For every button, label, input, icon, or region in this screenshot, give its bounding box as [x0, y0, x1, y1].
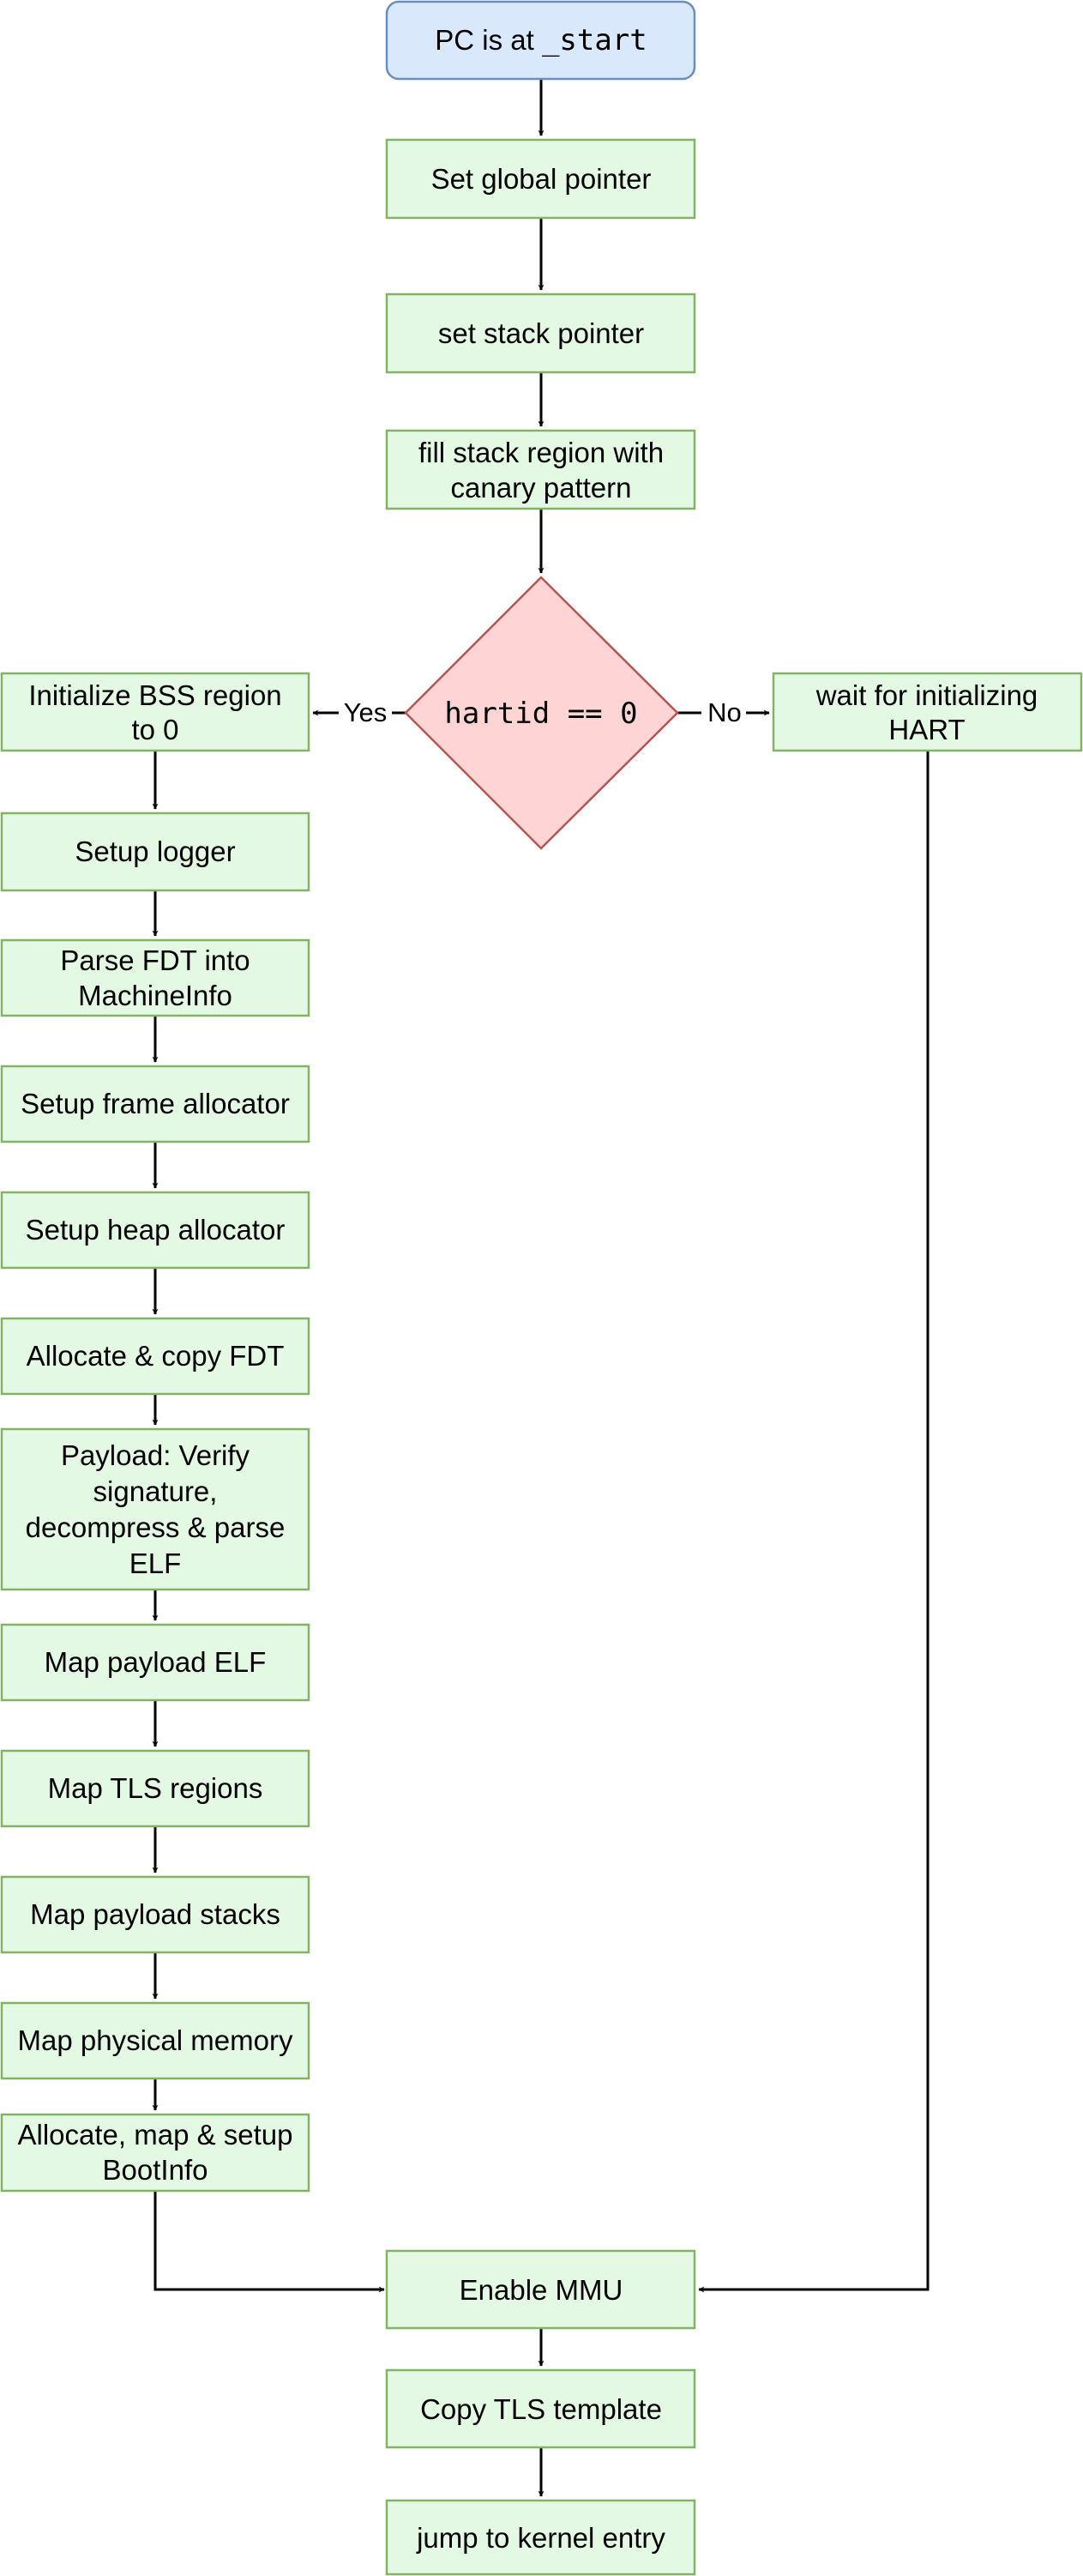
start-node-code: _start — [542, 23, 647, 57]
step-label-line-1: Parse FDT into — [60, 944, 250, 976]
step-frame-allocator: Setup frame allocator — [0, 1065, 310, 1143]
step-label: Map payload stacks — [30, 1898, 280, 1930]
step-box — [385, 429, 696, 510]
step-setup-logger: Setup logger — [0, 811, 310, 892]
step-label-line-1: wait for initializing — [815, 679, 1038, 711]
step-label: Map payload ELF — [45, 1646, 267, 1678]
step-label: set stack pointer — [438, 317, 644, 349]
step-box — [385, 293, 696, 374]
step-box — [0, 2113, 310, 2193]
step-label: Setup heap allocator — [26, 1214, 286, 1246]
decision-diamond — [404, 576, 679, 850]
step-label-line-2: to 0 — [131, 714, 178, 745]
step-parse-fdt: Parse FDT into MachineInfo — [0, 938, 310, 1017]
step-wait-hart: wait for initializing HART — [772, 672, 1083, 752]
step-init-bss: Initialize BSS region to 0 — [0, 672, 310, 752]
step-label: Map physical memory — [18, 2024, 293, 2056]
step-set-stack-pointer: set stack pointer — [385, 293, 696, 374]
step-heap-allocator: Setup heap allocator — [0, 1191, 310, 1270]
step-box — [385, 2368, 696, 2449]
start-node-box — [385, 0, 696, 81]
edge-wait-to-mmu — [698, 751, 930, 2293]
edge-label-bg — [701, 697, 746, 729]
step-label-line-2: MachineInfo — [78, 980, 232, 1011]
step-copy-fdt: Allocate & copy FDT — [0, 1317, 310, 1396]
edge-label-bg — [339, 697, 392, 729]
step-label-line-4: ELF — [129, 1547, 182, 1579]
step-label: Copy TLS template — [420, 2393, 662, 2425]
step-box — [385, 138, 696, 220]
step-setup-bootinfo: Allocate, map & setup BootInfo — [0, 2113, 310, 2193]
step-box — [772, 672, 1083, 752]
step-label-line-2: canary pattern — [451, 472, 632, 504]
step-box — [0, 1191, 310, 1270]
step-label: Setup logger — [75, 836, 235, 867]
step-copy-tls-template: Copy TLS template — [385, 2368, 696, 2449]
step-label-line-2: BootInfo — [103, 2154, 208, 2186]
step-box — [0, 1749, 310, 1828]
step-label: Setup frame allocator — [21, 1088, 290, 1119]
step-payload-verify: Payload: Verify signature, decompress & … — [0, 1427, 310, 1591]
step-map-physical-memory: Map physical memory — [0, 2001, 310, 2080]
step-box — [0, 811, 310, 892]
edge-label-yes: Yes — [339, 697, 392, 729]
step-label: Set global pointer — [431, 163, 652, 195]
step-label: Enable MMU — [460, 2274, 623, 2306]
step-label-line-2: HART — [888, 714, 965, 745]
start-node-label: PC is at _start — [435, 23, 647, 57]
step-box — [0, 1065, 310, 1143]
step-box — [0, 1317, 310, 1396]
step-jump-kernel-entry: jump to kernel entry — [385, 2499, 696, 2576]
step-label-line-3: decompress & parse — [26, 1511, 286, 1543]
step-enable-mmu: Enable MMU — [385, 2249, 696, 2330]
step-label: Allocate & copy FDT — [27, 1340, 285, 1372]
flow-edges — [152, 79, 930, 2497]
step-set-global-pointer: Set global pointer — [385, 138, 696, 220]
step-label-line-1: fill stack region with — [418, 437, 664, 468]
step-box — [0, 672, 310, 752]
step-box — [385, 2249, 696, 2330]
step-box — [0, 1875, 310, 1954]
step-label-line-1: Initialize BSS region — [28, 679, 281, 711]
step-label: Map TLS regions — [48, 1772, 263, 1804]
step-box — [385, 2499, 696, 2576]
step-box — [0, 2001, 310, 2080]
step-map-tls-regions: Map TLS regions — [0, 1749, 310, 1828]
step-map-payload-stacks: Map payload stacks — [0, 1875, 310, 1954]
step-box — [0, 938, 310, 1017]
decision-hartid: hartid == 0 — [404, 576, 679, 850]
start-node: PC is at _start — [385, 0, 696, 81]
edge-bootinfo-to-mmu — [153, 2191, 385, 2293]
step-label-line-2: signature, — [93, 1475, 218, 1507]
step-label: jump to kernel entry — [416, 2522, 665, 2554]
step-label-line-1: Allocate, map & setup — [17, 2119, 292, 2151]
step-box — [0, 1623, 310, 1702]
edge-label-no-text: No — [707, 697, 742, 727]
edge-label-no: No — [701, 697, 746, 729]
step-fill-stack: fill stack region with canary pattern — [385, 429, 696, 510]
step-map-payload-elf: Map payload ELF — [0, 1623, 310, 1702]
start-node-prefix: PC is at — [435, 24, 542, 56]
step-label-line-1: Payload: Verify — [61, 1439, 250, 1471]
decision-label: hartid == 0 — [444, 697, 637, 731]
edge-label-yes-text: Yes — [344, 697, 388, 727]
step-box — [0, 1427, 310, 1591]
